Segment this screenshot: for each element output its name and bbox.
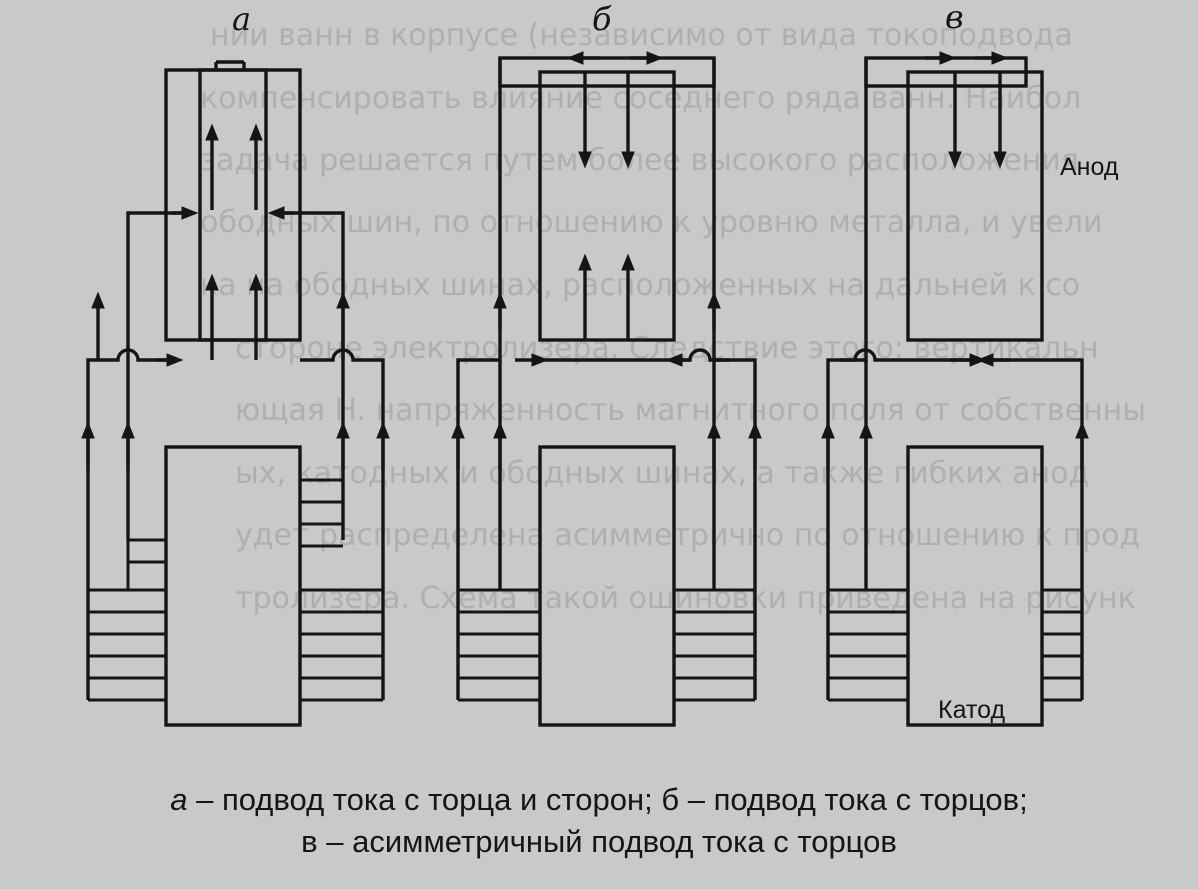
left-flex-ladder: [458, 588, 540, 702]
left-flex-ladder: [828, 588, 908, 702]
anode-core: [906, 70, 1044, 342]
panel-letter: а: [232, 0, 251, 38]
busbar: [840, 348, 1084, 700]
panel-b: б: [451, 0, 762, 727]
right-flex-ladder: [300, 478, 383, 702]
anode-core: [538, 70, 676, 342]
panel-v: в Анод Катод: [821, 0, 1119, 727]
busbar: [540, 348, 730, 362]
cathode-body: [538, 445, 676, 727]
background-text-line: ободных шин, по отношению к уровню метал…: [200, 205, 1103, 240]
background-text-line: ых, катодных и ободных шинах, а также ги…: [235, 456, 1089, 491]
caption-line-1: а – подвод тока с торца и сторон; б – по…: [170, 782, 1028, 817]
cathode-label: Катод: [938, 696, 1005, 724]
panel-a: а: [81, 0, 390, 727]
right-flex-ladder: [674, 588, 755, 702]
background-text-line: тролизера. Схема такой ошиновки приведен…: [235, 581, 1136, 616]
busbar: [126, 211, 190, 360]
anode-core: [198, 68, 268, 342]
caption-line-1-text: – подвод тока с торца и сторон; б – подв…: [187, 782, 1027, 817]
cathode-body: [164, 445, 302, 727]
background-text-line: ющая H. напряженность магнитного поля от…: [235, 393, 1146, 428]
background-text-line: ка на ободных шинах, расположенных на да…: [200, 268, 1080, 303]
busbar-riser: [712, 58, 757, 700]
caption-letter: а: [170, 782, 187, 817]
cathode-body: [906, 445, 1044, 727]
background-text-line: нии ванн в корпусе (независимо от вида т…: [210, 18, 1073, 53]
busbar-riser: [86, 348, 166, 700]
anode-label: Анод: [1060, 153, 1119, 181]
left-flex-ladder: [86, 490, 166, 702]
figure-caption: а – подвод тока с торца и сторон; б – по…: [170, 782, 1028, 859]
busbar-riser: [456, 58, 502, 700]
panel-letter: в: [945, 0, 964, 36]
right-flex-ladder: [1042, 588, 1082, 702]
panel-letter: б: [592, 0, 612, 38]
caption-line-2: в – асимметричный подвод тока с торцов: [301, 824, 897, 859]
background-text-line: удет распределена асимметрично по отноше…: [235, 518, 1140, 553]
background-text-line: задача решается путем более высокого рас…: [200, 143, 1079, 178]
